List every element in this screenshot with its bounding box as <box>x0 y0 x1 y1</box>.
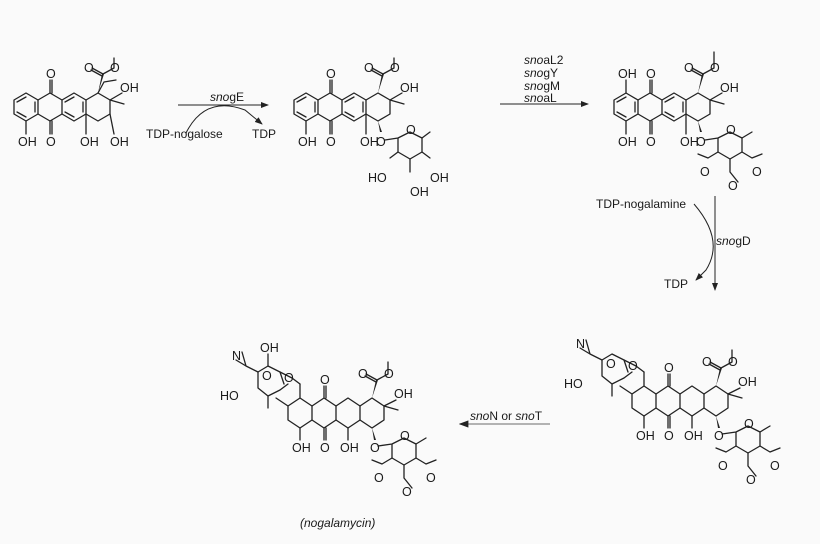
atom-OH: OH <box>110 135 129 149</box>
atom-O: O <box>702 355 712 369</box>
atom-N: N <box>576 337 585 351</box>
atom-OH: OH <box>684 429 703 443</box>
atom-O: O <box>700 165 710 179</box>
step-multi-enzyme: snoaL2 snogY snogM snoaL <box>500 53 589 107</box>
atom-O: O <box>646 135 656 149</box>
cosubstrate-label: TDP-nogalamine <box>596 197 686 211</box>
atom-OH: OH <box>618 135 637 149</box>
atom-O: O <box>46 67 56 81</box>
enzyme-label: snogE <box>210 90 244 104</box>
atom-O: O <box>358 367 368 381</box>
atom-OH: OH <box>360 135 379 149</box>
atom-O: O <box>262 369 272 383</box>
atom-HO: HO <box>564 377 583 391</box>
atom-O: O <box>628 359 638 373</box>
atom-O: O <box>646 67 656 81</box>
atom-O: O <box>714 429 724 443</box>
atom-OH: OH <box>298 135 317 149</box>
atom-O: O <box>370 441 380 455</box>
coproduct-label: TDP <box>252 127 276 141</box>
atom-O: O <box>326 67 336 81</box>
atom-O: O <box>696 135 706 149</box>
atom-OH: OH <box>430 171 449 185</box>
enzyme-label: snoaL <box>524 91 557 105</box>
atom-OH: OH <box>394 387 413 401</box>
atom-O: O <box>400 429 410 443</box>
atom-O: O <box>84 61 94 75</box>
enzyme-label: snoN or snoT <box>470 409 543 423</box>
atom-O: O <box>326 135 336 149</box>
atom-O: O <box>320 441 330 455</box>
compound-nogalamine-adduct: N O O HO O O O O OH OH OH O O O O O <box>564 337 781 487</box>
atom-OH: OH <box>410 185 429 199</box>
atom-OH: OH <box>618 67 637 81</box>
step-snogE: snogE TDP-nogalose TDP <box>146 90 276 141</box>
compound-methylated: OH O O O O OH OH OH O O O O O <box>613 51 763 193</box>
atom-O: O <box>426 471 436 485</box>
atom-OH: OH <box>292 441 311 455</box>
atom-O: O <box>718 459 728 473</box>
enzyme-label: snoaL2 <box>524 53 564 67</box>
atom-OH: OH <box>120 81 139 95</box>
compound-aglycone: O O O O OH OH OH OH <box>13 57 139 149</box>
atom-OH: OH <box>260 341 279 355</box>
atom-O: O <box>384 367 394 381</box>
atom-O: O <box>744 417 754 431</box>
compound-nogalamycin: N OH O O HO O O O O OH OH OH O O O O O <box>220 341 437 499</box>
atom-OH: OH <box>636 429 655 443</box>
enzyme-label: snogY <box>524 66 558 80</box>
atom-N: N <box>232 349 241 363</box>
atom-OH: OH <box>720 81 739 95</box>
atom-O: O <box>284 371 294 385</box>
atom-O: O <box>684 61 694 75</box>
compound-caption: (nogalamycin) <box>300 516 375 530</box>
atom-O: O <box>390 61 400 75</box>
atom-HO: HO <box>368 171 387 185</box>
atom-O: O <box>664 361 674 375</box>
atom-O: O <box>728 355 738 369</box>
step-snoN-snoT: snoN or snoT <box>458 409 550 428</box>
atom-O: O <box>770 459 780 473</box>
atom-OH: OH <box>400 81 419 95</box>
atom-OH: OH <box>340 441 359 455</box>
atom-O: O <box>110 61 120 75</box>
atom-O: O <box>376 135 386 149</box>
atom-O: O <box>710 61 720 75</box>
atom-O: O <box>752 165 762 179</box>
atom-O: O <box>746 473 756 487</box>
atom-OH: OH <box>738 375 757 389</box>
atom-O: O <box>606 357 616 371</box>
atom-OH: OH <box>80 135 99 149</box>
atom-O: O <box>374 471 384 485</box>
atom-O: O <box>364 61 374 75</box>
step-snogD: TDP-nogalamine snogD TDP <box>596 196 751 291</box>
atom-O: O <box>726 123 736 137</box>
atom-O: O <box>320 373 330 387</box>
atom-O: O <box>728 179 738 193</box>
atom-O: O <box>406 123 416 137</box>
enzyme-label: snogD <box>716 234 751 248</box>
atom-O: O <box>402 485 412 499</box>
cosubstrate-label: TDP-nogalose <box>146 127 223 141</box>
compound-glycoside: O O O O OH OH OH O O HO OH OH <box>293 57 449 199</box>
coproduct-label: TDP <box>664 277 688 291</box>
atom-HO: HO <box>220 389 239 403</box>
atom-OH: OH <box>18 135 37 149</box>
atom-O: O <box>46 135 56 149</box>
atom-OH: OH <box>680 135 699 149</box>
atom-O: O <box>664 429 674 443</box>
enzyme-label: snogM <box>524 79 560 93</box>
